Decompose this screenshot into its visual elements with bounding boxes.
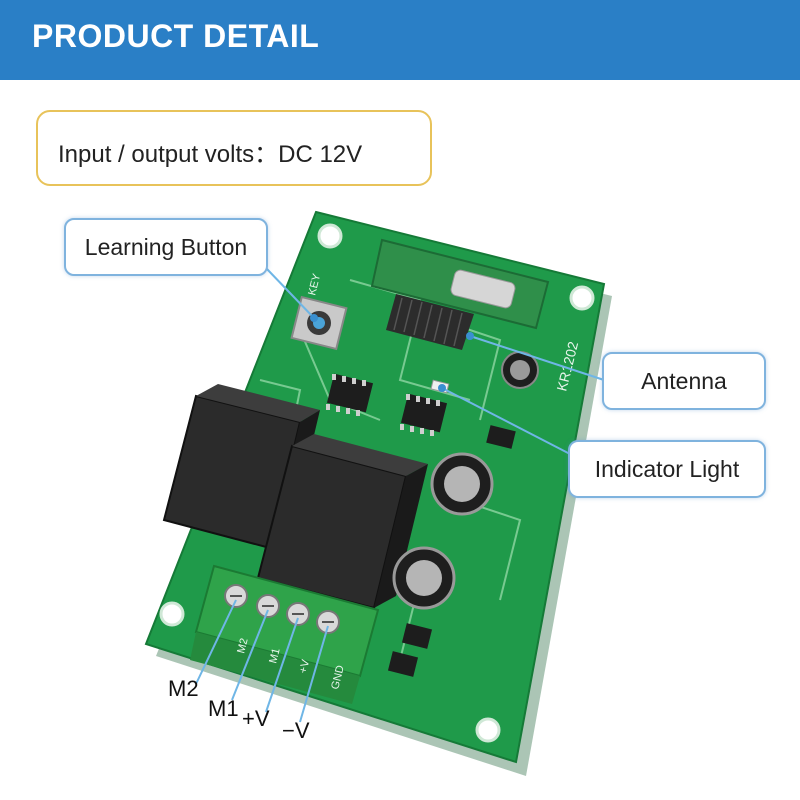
transistor — [486, 425, 516, 449]
voltage-spec-text: Input / output volts：DC 12V — [58, 141, 363, 168]
callout-dot — [438, 384, 446, 392]
page-title: PRODUCT DETAIL — [32, 18, 320, 54]
terminal-screw — [286, 602, 310, 626]
terminal-block — [190, 564, 380, 704]
port-label: GND — [329, 664, 347, 691]
capacitor-large — [392, 546, 456, 610]
terminal-label-minus-v: −V — [282, 718, 310, 743]
header-banner: PRODUCT DETAIL — [0, 0, 800, 80]
callout-learning-button: Learning Button — [64, 218, 268, 276]
leader-line — [441, 387, 571, 455]
ic-chip — [326, 373, 374, 416]
port-label: M2 — [235, 637, 250, 655]
port-label: +V — [297, 658, 312, 675]
mounting-hole — [569, 285, 595, 311]
mounting-hole — [475, 717, 501, 743]
relay — [256, 434, 428, 610]
leader-line — [231, 609, 269, 701]
key-label: KEY — [306, 272, 323, 297]
callout-indicator-light: Indicator Light — [568, 440, 766, 498]
callout-dot — [310, 314, 318, 322]
capacitor-small — [501, 351, 539, 389]
leader-line — [299, 625, 329, 723]
callout-antenna-text: Antenna — [641, 367, 727, 394]
callout-dot — [466, 332, 474, 340]
voltage-spec-box: Input / output volts：DC 12V — [36, 110, 432, 186]
leader-line — [195, 599, 237, 685]
leader-line — [265, 267, 315, 319]
transistor — [401, 623, 433, 649]
crystal — [450, 269, 516, 309]
terminal-screw — [316, 610, 340, 634]
mounting-hole — [159, 601, 185, 627]
callout-antenna: Antenna — [602, 352, 766, 410]
mounting-hole — [317, 223, 343, 249]
terminal-label-m1: M1 — [208, 696, 239, 721]
port-label: M1 — [267, 647, 282, 665]
terminal-screw — [224, 584, 248, 608]
capacitor-large — [430, 452, 494, 516]
antenna-coil — [386, 294, 474, 350]
callout-learning-button-text: Learning Button — [84, 233, 248, 260]
leader-line — [265, 617, 299, 713]
transistor — [387, 651, 419, 677]
callout-indicator-light-text: Indicator Light — [594, 455, 740, 482]
terminal-label-plus-v: +V — [242, 706, 270, 731]
terminal-screw — [256, 594, 280, 618]
ic-chip — [400, 393, 448, 436]
leader-line — [469, 335, 605, 381]
terminal-label-m2: M2 — [168, 676, 199, 701]
